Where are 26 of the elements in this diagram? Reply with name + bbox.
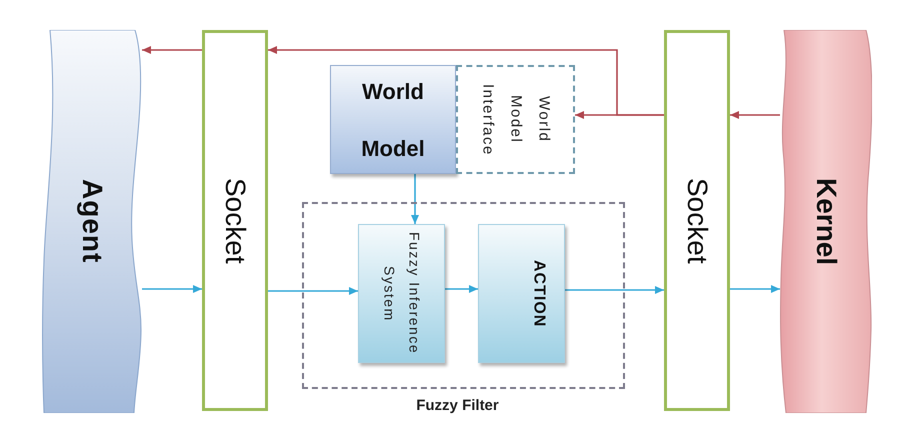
arrow [445, 285, 478, 293]
arrow [730, 285, 780, 293]
process-box [330, 65, 456, 174]
arrow [142, 46, 202, 54]
process-box [478, 224, 565, 363]
socket-bar [664, 30, 730, 411]
arrow [142, 285, 202, 293]
node-label: Socket [219, 178, 252, 264]
node-label: World Model [360, 78, 426, 162]
arrow [411, 174, 419, 224]
node-label: Agent [76, 179, 109, 264]
wavy-band [42, 30, 142, 413]
group-label: Fuzzy Filter [416, 396, 499, 416]
arrow [575, 111, 664, 119]
dashed-box [456, 65, 575, 174]
socket-bar [202, 30, 268, 411]
node-label: Kernel [810, 178, 843, 266]
process-box [358, 224, 445, 363]
node-label: Socket [681, 178, 714, 264]
arrow [730, 111, 780, 119]
arrow [565, 286, 664, 294]
node-label: Fuzzy Inference System [380, 231, 424, 357]
arrow [268, 287, 358, 295]
wavy-band [780, 30, 872, 413]
node-label: World Model Interface [478, 82, 554, 158]
node-label: ACTION [530, 260, 548, 328]
